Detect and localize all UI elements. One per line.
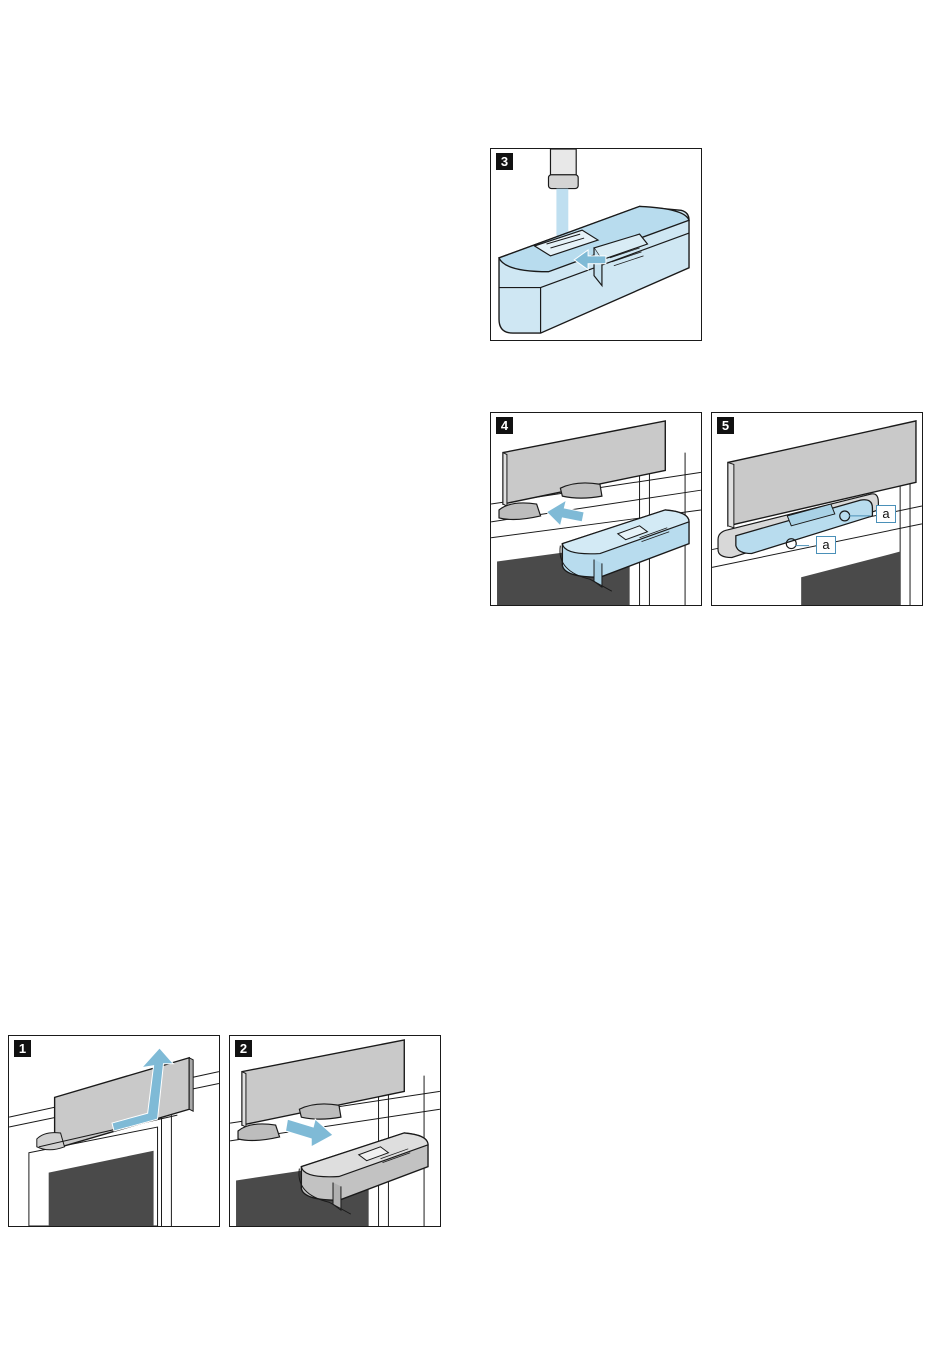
step-number-badge: 4 (496, 417, 513, 434)
remove-water-tank-illustration (230, 1036, 440, 1226)
illustration-step-4: 4 (490, 412, 702, 606)
illustration-step-1: 1 (8, 1035, 220, 1227)
illustration-step-3: 3 (490, 148, 702, 341)
raise-control-panel-illustration (9, 1036, 219, 1226)
step-number-badge: 1 (14, 1040, 31, 1057)
step-number-badge: 2 (235, 1040, 252, 1057)
callout-label-a: a (876, 505, 896, 523)
callout-label-a: a (816, 536, 836, 554)
fill-water-tank-illustration (491, 149, 701, 340)
illustration-step-2: 2 (229, 1035, 441, 1227)
insert-water-tank-illustration (491, 413, 701, 605)
step-number-badge: 5 (717, 417, 734, 434)
step-number-badge: 3 (496, 153, 513, 170)
illustration-step-5: 5 a a (711, 412, 923, 606)
